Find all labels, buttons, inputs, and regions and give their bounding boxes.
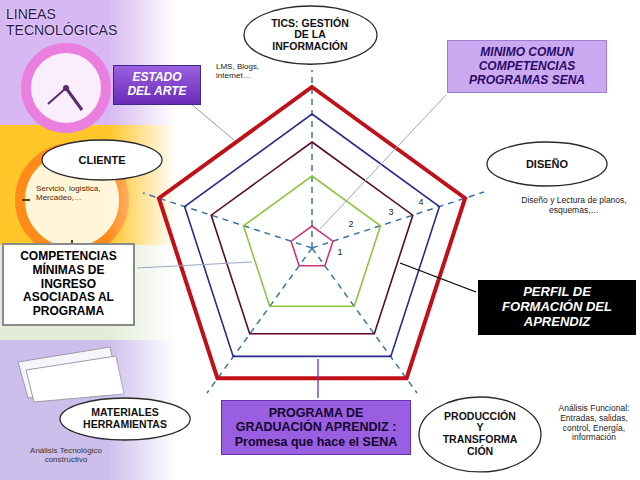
ellipse-outline bbox=[487, 142, 607, 186]
node-text: PRODUCCIÓN Y TRANSFORMACIÓN bbox=[440, 411, 520, 457]
ellipse-outline bbox=[42, 140, 162, 180]
leader-line bbox=[190, 103, 234, 140]
leader-lines bbox=[137, 95, 476, 398]
ellipse-outline bbox=[244, 6, 377, 64]
clock-hand bbox=[48, 88, 66, 104]
callout-box: PERFIL DE FORMACIÓN DEL APRENDIZ bbox=[478, 280, 636, 335]
axis-note: Análisis Funcional: Entradas, salidas, c… bbox=[548, 404, 640, 443]
axis-line bbox=[312, 248, 417, 393]
level-pentagon bbox=[244, 176, 381, 306]
diagram-title: LINEAS TECNOLÓGICAS bbox=[6, 6, 134, 38]
axis-line bbox=[311, 70, 313, 248]
node-text: CLIENTE bbox=[78, 154, 125, 166]
node-text: PROGRAMA DE GRADUACIÓN APRENDIZ : Promes… bbox=[228, 406, 404, 449]
leader-line bbox=[320, 95, 446, 229]
axis-ellipse: CLIENTE bbox=[41, 139, 163, 181]
axis-note: Análisis Tecnológico constructivo bbox=[18, 446, 114, 464]
level-number: 2 bbox=[347, 219, 355, 229]
axis-ellipse: DISEÑO bbox=[486, 141, 608, 187]
level-pentagon bbox=[291, 226, 333, 266]
radar-axes bbox=[143, 70, 484, 393]
leader-line bbox=[137, 262, 252, 268]
leader-line bbox=[400, 263, 476, 292]
axis-ellipse: MATERIALES HERRAMIENTAS bbox=[59, 397, 191, 441]
node-text: PERFIL DE FORMACIÓN DEL APRENDIZ bbox=[484, 285, 630, 330]
axis-note: Servicio, logística, Mercadeo,… bbox=[36, 184, 120, 202]
level-number: 4 bbox=[417, 197, 425, 207]
clock-center bbox=[63, 85, 69, 91]
axis-note: LMS, Blogs, internet… bbox=[216, 62, 276, 80]
callout-box: ESTADO DEL ARTE bbox=[113, 65, 201, 105]
node-text: ESTADO DEL ARTE bbox=[120, 71, 194, 99]
ellipse-outline bbox=[419, 397, 541, 472]
level-number: 1 bbox=[336, 247, 344, 257]
clock-symbol bbox=[26, 48, 106, 128]
level-number: 3 bbox=[387, 207, 395, 217]
clock-hand bbox=[66, 88, 82, 110]
callout-box: PROGRAMA DE GRADUACIÓN APRENDIZ : Promes… bbox=[221, 400, 411, 455]
axis-line bbox=[143, 193, 312, 248]
node-text: MATERIALES HERRAMIENTAS bbox=[80, 407, 170, 430]
axis-note: Diseño y Lectura de planos, esquemas,… bbox=[516, 196, 632, 216]
callout-box: COMPETENCIAS MÍNIMAS DE INGRESO ASOCIADA… bbox=[2, 243, 135, 326]
axis-ellipse: TICS: GESTIÓN DE LA INFORMACIÓN bbox=[243, 5, 378, 65]
axis-line bbox=[207, 248, 312, 393]
radar-levels bbox=[159, 87, 465, 378]
node-text: TICS: GESTIÓN DE LA INFORMACIÓN bbox=[264, 18, 356, 53]
node-text: COMPETENCIAS MÍNIMAS DE INGRESO ASOCIADA… bbox=[10, 250, 127, 319]
callout-box: MINIMO COMUN COMPETENCIAS PROGRAMAS SENA bbox=[447, 40, 607, 93]
clock-tick bbox=[22, 199, 30, 201]
node-text: MINIMO COMUN COMPETENCIAS PROGRAMAS SENA bbox=[454, 46, 600, 87]
ellipse-outline bbox=[60, 398, 190, 440]
level-pentagon bbox=[211, 142, 413, 334]
leader-line bbox=[317, 359, 318, 398]
node-text: DISEÑO bbox=[526, 158, 568, 170]
state-of-art-pentagon bbox=[159, 87, 465, 378]
axis-ellipse: PRODUCCIÓN Y TRANSFORMACIÓN bbox=[418, 396, 542, 473]
